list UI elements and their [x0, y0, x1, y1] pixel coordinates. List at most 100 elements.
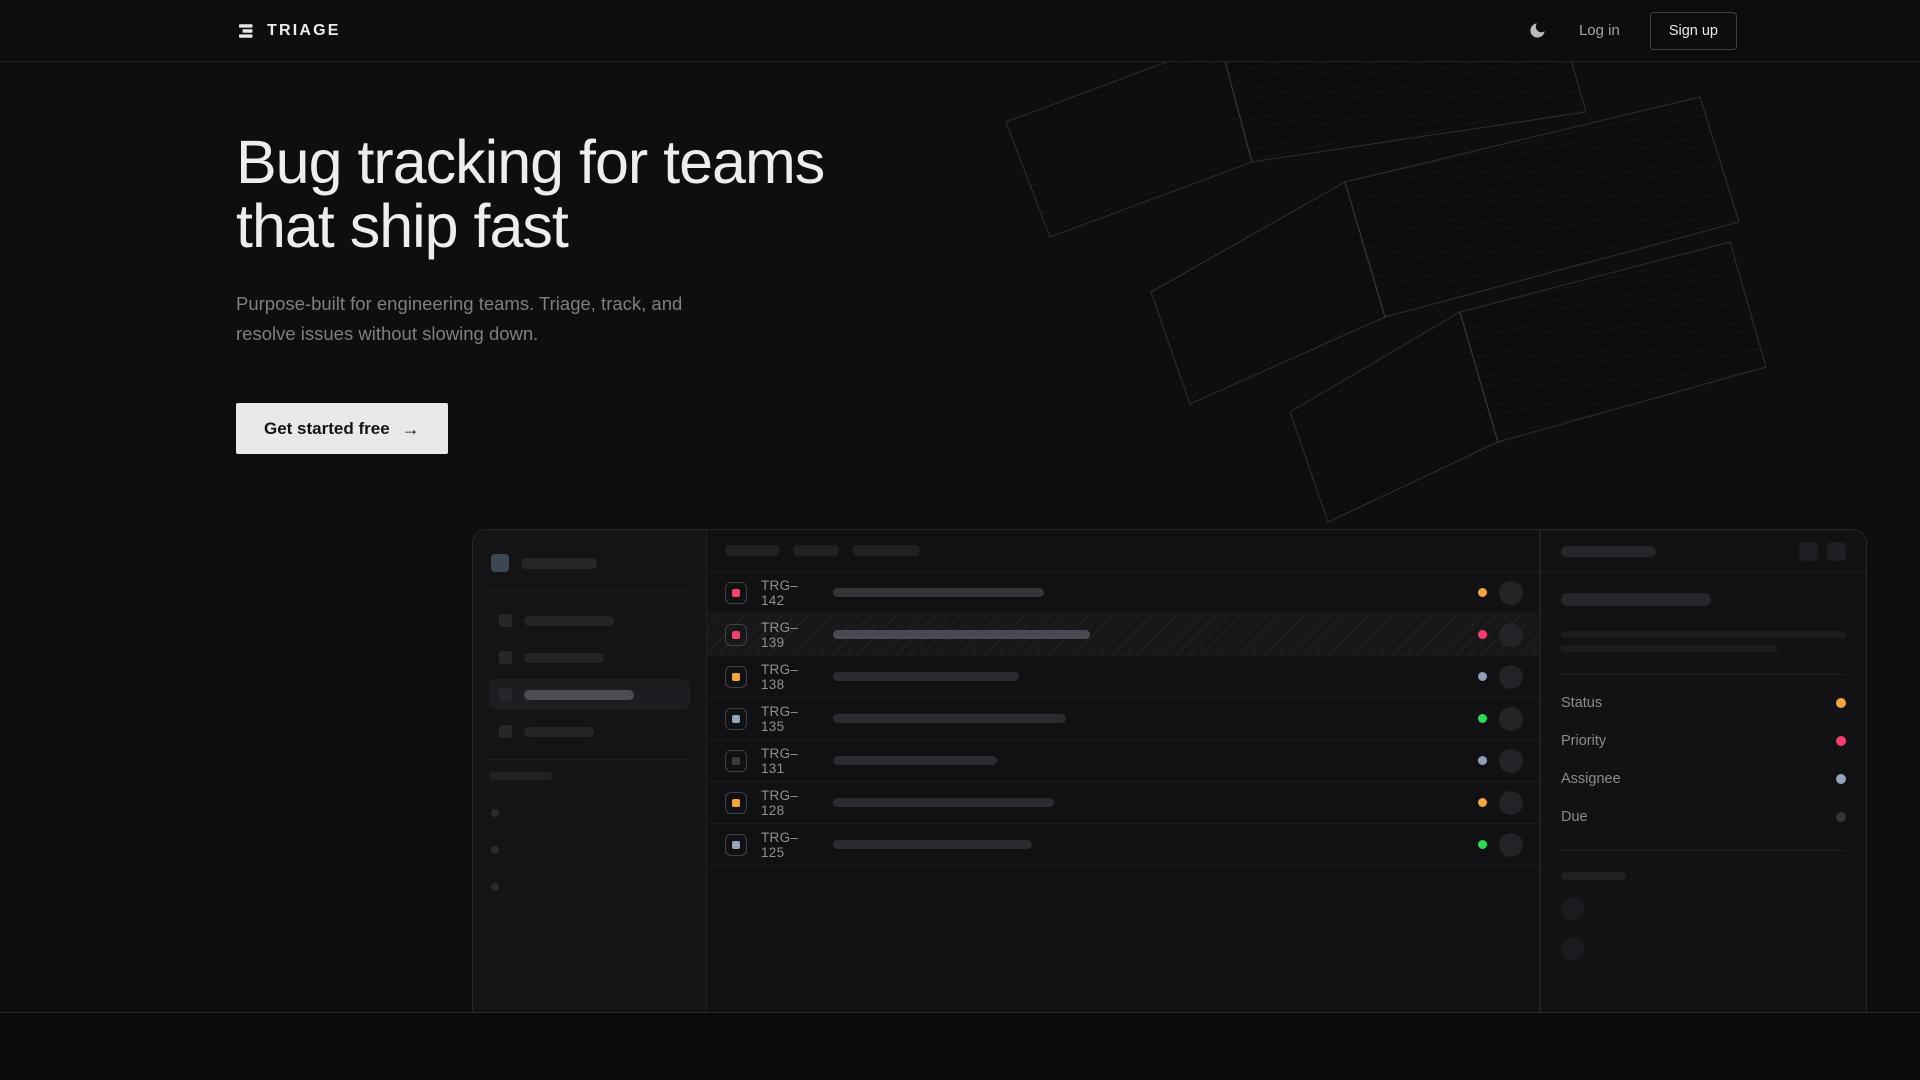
sidebar-nav-item[interactable] [489, 679, 690, 710]
assignee-avatar [1499, 790, 1523, 815]
field-label: Assignee [1561, 770, 1621, 787]
issue-title-skeleton [833, 714, 1066, 723]
preview-sidebar-nav [489, 605, 690, 747]
status-dot [1478, 756, 1487, 765]
assignee-avatar [1499, 664, 1523, 689]
workspace-switcher[interactable] [489, 548, 690, 591]
issue-title-skeleton [833, 630, 1090, 639]
app-preview: TRG–142 TRG–139 TRG–138 TRG–135 [472, 529, 1867, 1012]
status-dot [1478, 588, 1487, 597]
theme-toggle-button[interactable] [1527, 20, 1549, 42]
issue-id: TRG–125 [761, 829, 799, 860]
status-dot [1478, 630, 1487, 639]
detail-field-row[interactable]: Priority [1561, 722, 1846, 759]
workspace-name-skeleton [521, 557, 597, 569]
assignee-avatar [1499, 580, 1523, 605]
workspace-avatar [491, 554, 509, 572]
sidebar-nav-label-skeleton [524, 615, 614, 626]
preview-sidebar [473, 530, 707, 1012]
sidebar-nav-item[interactable] [489, 605, 690, 636]
comments-label-skeleton [1561, 872, 1626, 880]
detail-text-skeleton [1561, 645, 1778, 652]
sidebar-nav-icon [499, 614, 512, 627]
sidebar-dot [491, 846, 499, 854]
triage-bars-icon [239, 23, 253, 38]
issue-row[interactable]: TRG–128 [707, 782, 1539, 824]
field-label: Status [1561, 694, 1603, 711]
issue-type-icon [725, 707, 747, 730]
list-header [707, 530, 1539, 572]
sidebar-nav-item[interactable] [489, 716, 690, 747]
moon-icon [1530, 23, 1546, 38]
issue-id: TRG–138 [761, 661, 799, 692]
hero-section: Bug tracking for teams that ship fast Pu… [0, 62, 1920, 1013]
brand-name: TRIAGE [267, 21, 341, 39]
issue-id: TRG–131 [761, 745, 799, 776]
issue-type-icon [725, 665, 747, 688]
preview-issue-list: TRG–142 TRG–139 TRG–138 TRG–135 [707, 530, 1540, 1012]
issue-type-icon [725, 581, 747, 604]
assignee-avatar [1499, 706, 1523, 731]
issue-row[interactable]: TRG–125 [707, 824, 1539, 866]
detail-field-row[interactable]: Assignee [1561, 760, 1846, 797]
detail-breadcrumb-skeleton [1561, 545, 1656, 557]
issue-id: TRG–135 [761, 703, 799, 734]
sidebar-nav-icon [499, 725, 512, 738]
detail-fields: Status Priority Assignee Due [1561, 684, 1846, 835]
login-link[interactable]: Log in [1578, 22, 1620, 39]
issue-row[interactable]: TRG–131 [707, 740, 1539, 782]
sidebar-dot [491, 883, 499, 891]
detail-title-skeleton [1561, 593, 1711, 606]
sidebar-nav-icon [499, 688, 512, 701]
issue-title-skeleton [833, 798, 1054, 807]
issue-type-icon [725, 791, 747, 814]
assignee-avatar [1499, 832, 1523, 857]
field-value-dot [1836, 811, 1846, 822]
comment-avatar [1561, 937, 1584, 960]
assignee-avatar [1499, 748, 1523, 773]
get-started-button[interactable]: Get started free → [236, 403, 448, 454]
list-tab-skeleton[interactable] [725, 545, 780, 556]
detail-field-row[interactable]: Status [1561, 684, 1846, 721]
detail-action-button[interactable] [1799, 541, 1818, 561]
comment-avatars [1561, 897, 1846, 960]
brand[interactable]: TRIAGE [236, 21, 341, 41]
issue-title-skeleton [833, 756, 997, 765]
issue-title-skeleton [833, 840, 1032, 849]
issue-id: TRG–128 [761, 787, 799, 818]
detail-header [1541, 530, 1866, 573]
field-value-dot [1836, 697, 1846, 708]
field-label: Due [1561, 808, 1588, 825]
issue-type-icon [725, 833, 747, 856]
issue-row[interactable]: TRG–138 [707, 656, 1539, 698]
sidebar-dots [489, 809, 690, 891]
status-dot [1478, 672, 1487, 681]
sidebar-nav-label-skeleton [524, 652, 604, 663]
section-label-skeleton [489, 772, 553, 780]
detail-action-button[interactable] [1827, 541, 1846, 561]
issue-row[interactable]: TRG–142 [707, 572, 1539, 614]
issue-row[interactable]: TRG–139 [707, 614, 1539, 656]
footer-strip [0, 1013, 1920, 1079]
cta-label: Get started free [264, 418, 390, 438]
issue-id: TRG–139 [761, 619, 799, 650]
status-dot [1478, 840, 1487, 849]
status-dot [1478, 798, 1487, 807]
sidebar-nav-item[interactable] [489, 642, 690, 673]
sidebar-nav-icon [499, 651, 512, 664]
hero-title: Bug tracking for teams that ship fast [236, 128, 825, 260]
signup-button[interactable]: Sign up [1649, 11, 1737, 50]
issue-row[interactable]: TRG–135 [707, 698, 1539, 740]
list-tab-skeleton[interactable] [852, 545, 920, 556]
list-tab-skeleton[interactable] [793, 545, 839, 556]
comment-avatar [1561, 897, 1584, 920]
field-label: Priority [1561, 732, 1607, 749]
arrow-right-icon: → [401, 418, 420, 439]
issue-title-skeleton [833, 672, 1019, 681]
detail-field-row[interactable]: Due [1561, 798, 1846, 835]
preview-detail-panel: Status Priority Assignee Due [1540, 530, 1866, 1012]
issue-type-icon [725, 749, 747, 772]
field-value-dot [1836, 773, 1846, 784]
sidebar-nav-label-skeleton [524, 726, 594, 737]
sidebar-dot [491, 809, 499, 817]
